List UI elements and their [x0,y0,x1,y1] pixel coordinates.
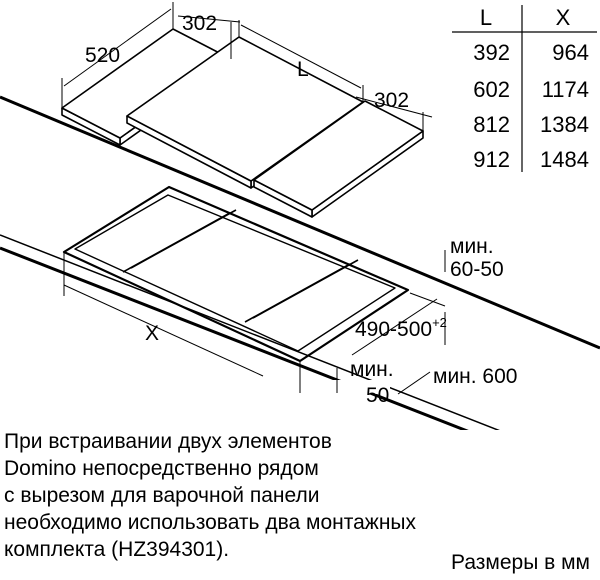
dim-min-front-label: мин. [350,358,394,381]
dim-min-wall-label: мин. [450,235,494,258]
note-line: необходимо использовать два монтажных [4,511,417,534]
table-header-l: L [480,5,492,30]
installation-note: При встраивании двух элементов Domino не… [4,428,416,563]
note-line: комплекта (HZ394301). [4,538,230,561]
note-line: с вырезом для варочной панели [4,484,320,507]
unit-right [253,100,424,218]
domino-units [61,28,424,218]
dim-min-back: мин. 600 [433,365,517,388]
table-cell: 812 [473,112,510,137]
table-cell: 602 [473,77,510,102]
dim-cutout-depth: 490-500+2 [355,315,447,341]
dim-min-front-value: 50 [366,384,389,407]
cutout-dimension-lines [63,250,446,395]
size-table-rows: 392 964 602 1174 812 1384 912 1484 [473,40,589,172]
dim-l: L [297,58,309,81]
dim-cutout-depth-tolerance: +2 [432,315,447,330]
note-line: Domino непосредственно рядом [4,457,319,480]
table-cell: 1174 [542,77,589,102]
table-cell: 392 [473,40,510,65]
dim-cutout-depth-value: 490-500 [355,318,432,341]
dim-302-top: 302 [182,12,217,35]
size-table [452,5,597,172]
note-line: При встраивании двух элементов [4,430,332,453]
table-cell: 1384 [540,112,589,137]
table-cell: 912 [473,147,510,172]
unit-dimension-lines [61,2,433,131]
installation-diagram: 302 520 L 302 L X 392 964 602 1174 812 1… [0,2,600,430]
dim-520: 520 [85,44,120,67]
table-cell: 1484 [540,147,589,172]
dim-min-wall-value: 60-50 [450,258,504,281]
units-label: Размеры в мм [451,551,590,574]
table-cell: 964 [552,40,589,65]
table-header-x: X [556,5,571,30]
dim-x: X [145,322,159,345]
worktop-cutout [62,185,410,363]
dim-302-right: 302 [374,89,409,112]
